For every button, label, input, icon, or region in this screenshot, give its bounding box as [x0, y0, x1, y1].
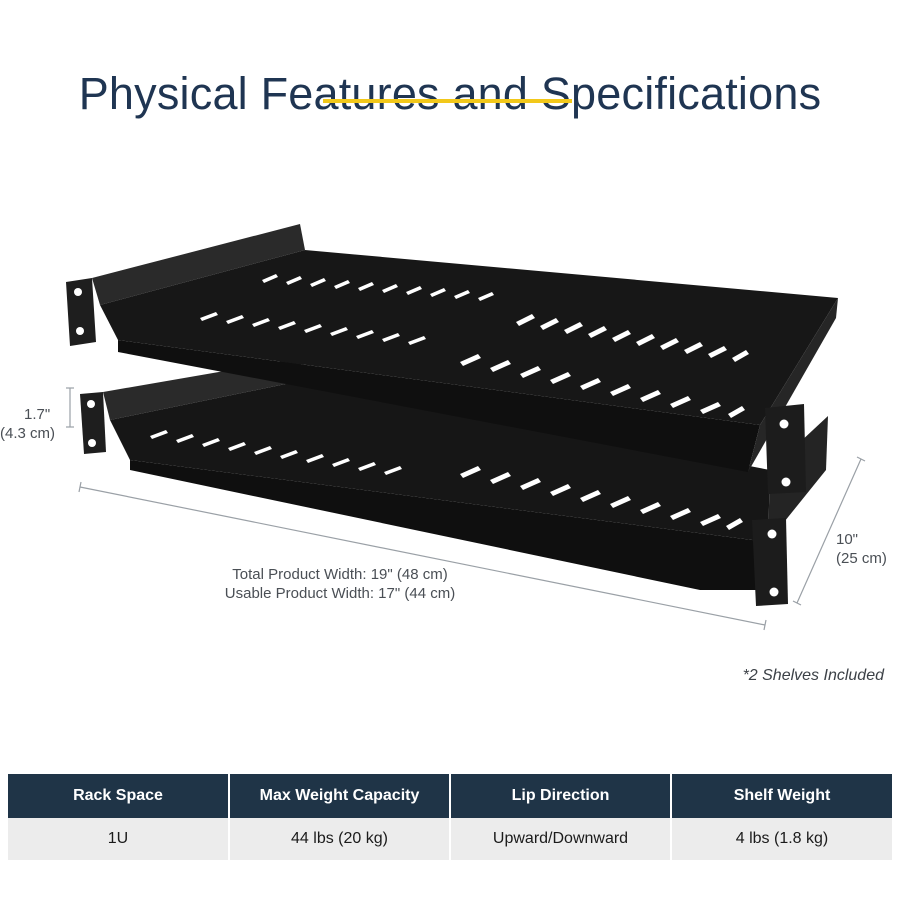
mount-hole — [76, 327, 84, 335]
lower-shelf — [80, 358, 828, 606]
value-lip-direction: Upward/Downward — [450, 818, 672, 860]
upper-shelf — [66, 224, 838, 494]
upper-right-ear — [765, 404, 806, 494]
lower-right-ear — [752, 518, 788, 606]
depth-dimension-line — [792, 456, 866, 606]
mount-hole — [767, 529, 777, 539]
shelves-included-note: *2 Shelves Included — [742, 667, 884, 684]
mount-hole — [769, 587, 779, 597]
width-dimension-line — [78, 481, 767, 631]
total-width: Total Product Width: 19" (48 cm) — [232, 566, 448, 583]
lower-left-ear — [80, 392, 106, 454]
header-shelf-weight: Shelf Weight — [671, 774, 892, 818]
width-dimension-label: Total Product Width: 19" (48 cm) Usable … — [190, 565, 490, 603]
value-max-weight: 44 lbs (20 kg) — [229, 818, 451, 860]
mount-hole — [779, 419, 789, 429]
lower-vent-slots — [150, 430, 743, 530]
specs-value-row: 1U 44 lbs (20 kg) Upward/Downward 4 lbs … — [8, 818, 892, 860]
mount-hole — [88, 439, 96, 447]
upper-vent-slots — [200, 274, 749, 418]
mount-hole — [781, 477, 791, 487]
specs-table: Rack Space Max Weight Capacity Lip Direc… — [8, 774, 892, 860]
mount-hole — [74, 288, 82, 296]
height-cm: (4.3 cm) — [0, 425, 56, 442]
title-accent-bar — [323, 99, 572, 103]
header-max-weight: Max Weight Capacity — [229, 774, 451, 818]
height-inch: 1.7" — [24, 406, 51, 423]
upper-left-ear — [66, 278, 96, 346]
value-shelf-weight: 4 lbs (1.8 kg) — [671, 818, 892, 860]
shelf-illustration — [66, 224, 866, 631]
depth-inch: 10" — [836, 531, 859, 548]
depth-dimension-label: 10" (25 cm) — [836, 530, 900, 568]
specs-header-row: Rack Space Max Weight Capacity Lip Direc… — [8, 774, 892, 818]
height-dimension-line — [66, 387, 74, 428]
depth-cm: (25 cm) — [836, 550, 887, 567]
mount-hole — [87, 400, 95, 408]
page-title: Physical Features and Specifications — [78, 68, 822, 120]
header-lip-direction: Lip Direction — [450, 774, 672, 818]
header-rack-space: Rack Space — [8, 774, 230, 818]
height-dimension-label: 1.7" (4.3 cm) — [0, 405, 72, 443]
usable-width: Usable Product Width: 17" (44 cm) — [224, 585, 456, 602]
value-rack-space: 1U — [8, 818, 230, 860]
